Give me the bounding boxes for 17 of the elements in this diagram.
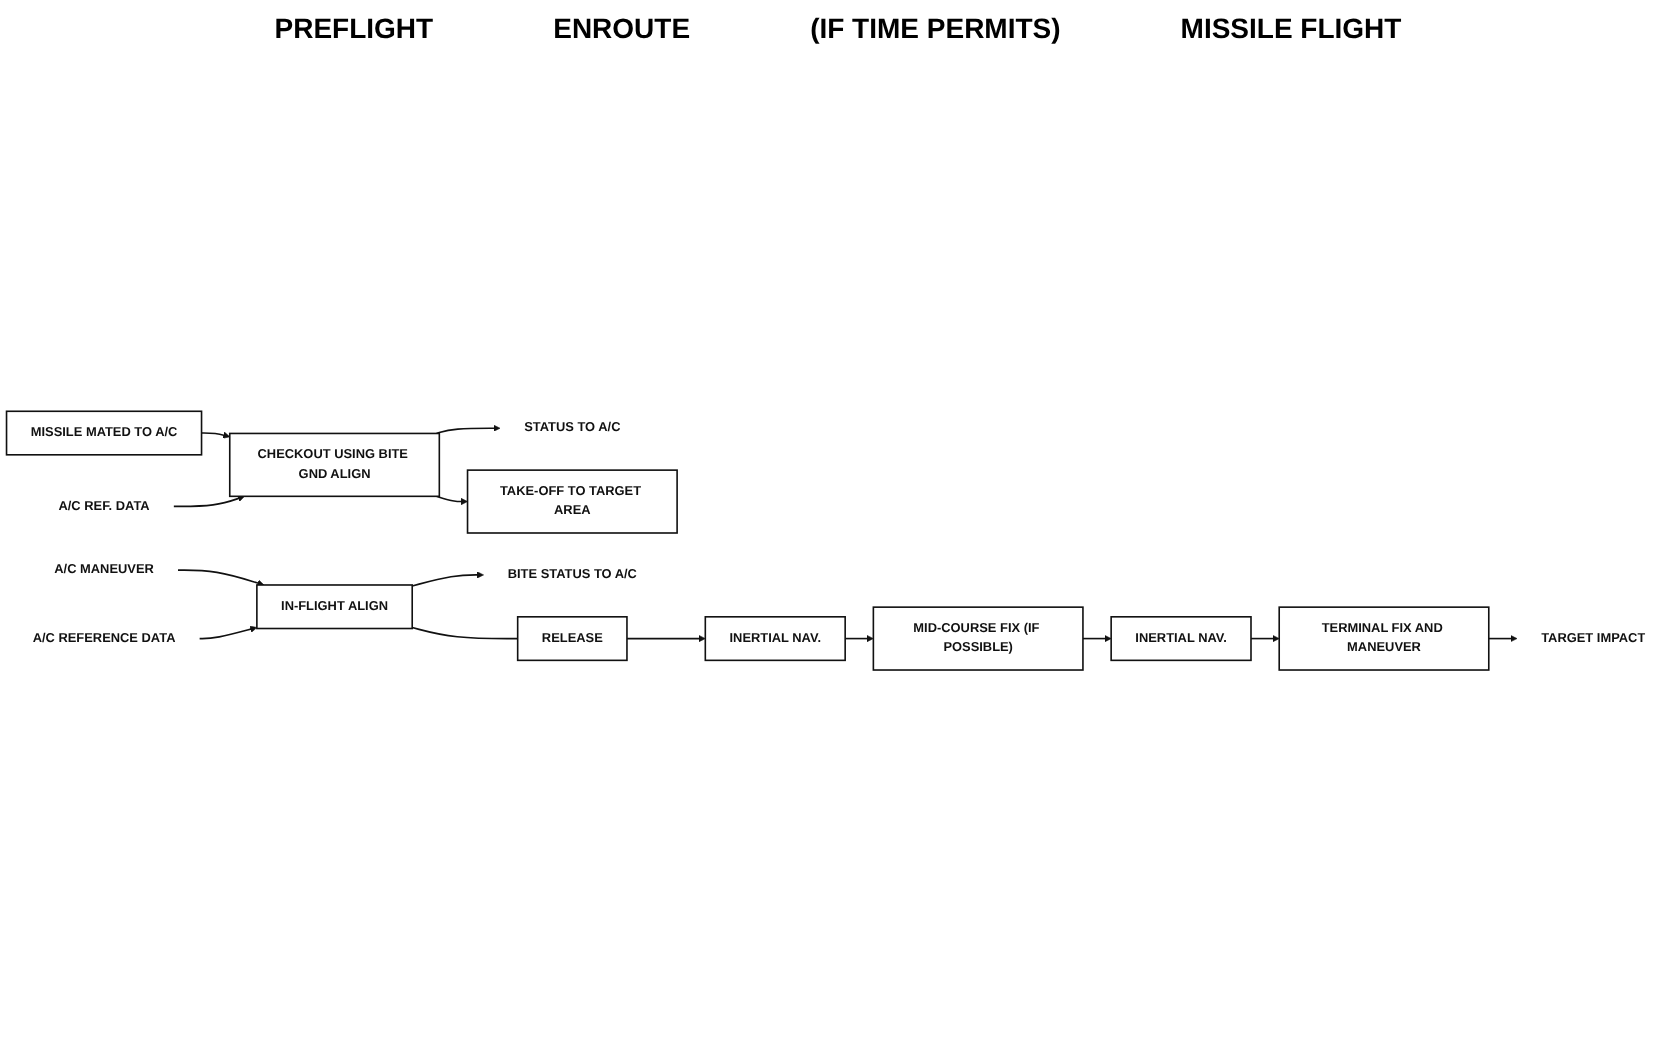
- arrow: [198, 625, 258, 640]
- arrow: [411, 571, 484, 587]
- arrow: [435, 495, 468, 505]
- arrow: [1082, 634, 1112, 642]
- arrow: [1250, 634, 1280, 642]
- label-text: (IF TIME PERMITS): [810, 12, 1061, 44]
- arrow: [173, 494, 245, 507]
- label-text: MISSILE FLIGHT: [1180, 12, 1402, 44]
- label-text: PREFLIGHT: [274, 12, 434, 44]
- label-text: ENROUTE: [553, 12, 691, 44]
- arrow: [200, 431, 231, 439]
- arrow: [844, 634, 874, 642]
- arrow: [177, 569, 265, 587]
- arrow: [435, 424, 501, 434]
- connector: [411, 626, 519, 640]
- arrow: [626, 634, 706, 642]
- arrow: [1487, 634, 1518, 642]
